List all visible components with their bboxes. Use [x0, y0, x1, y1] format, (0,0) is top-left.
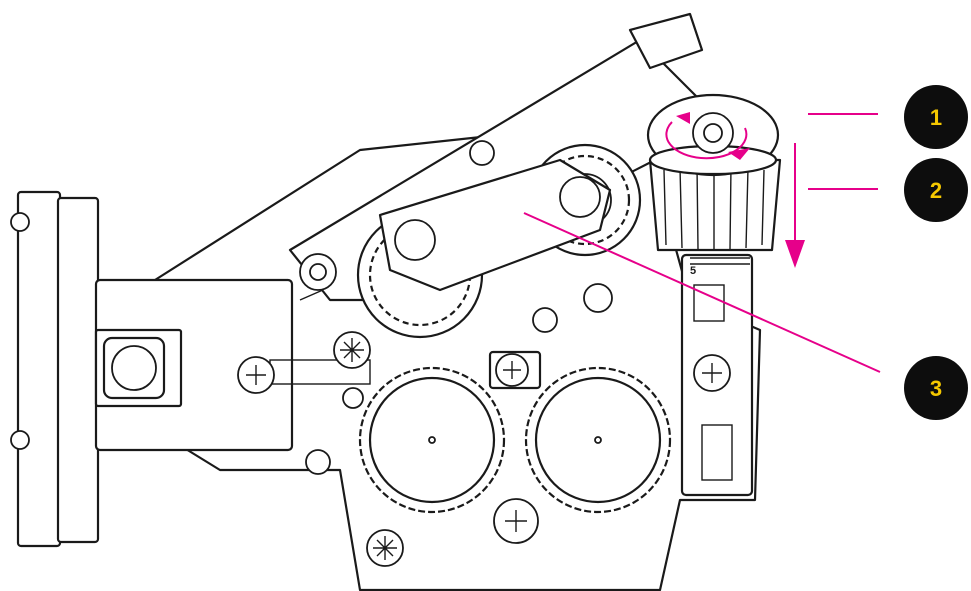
mounting-plate — [10, 190, 100, 548]
screw-star-bottom — [366, 529, 404, 567]
screw-center — [488, 350, 542, 390]
rotate-arrow-icon — [665, 121, 748, 160]
callout-badge-2: 2 — [904, 158, 968, 222]
rotate-arrowhead-top-icon — [676, 112, 690, 124]
down-arrowhead-icon — [785, 240, 805, 268]
callout-badge-1: 1 — [904, 85, 968, 149]
body-holes — [305, 283, 613, 475]
screw-star-top — [333, 331, 371, 369]
callout-3-leader — [523, 212, 881, 373]
screw-right — [693, 354, 731, 392]
callout-3-number: 3 — [930, 376, 942, 401]
roller-link-plate — [378, 158, 612, 292]
annotations — [523, 112, 881, 373]
screw-bottom — [493, 498, 539, 544]
left-feed-roller — [358, 366, 506, 514]
callout-1-number: 1 — [930, 105, 942, 130]
callout-badge-3: 3 — [904, 356, 968, 420]
rotate-arrowhead-icon — [728, 148, 750, 160]
knob-scale-label: 5 — [690, 265, 696, 277]
callout-2-number: 2 — [930, 178, 942, 203]
mount-block — [94, 278, 371, 452]
right-feed-roller — [524, 366, 672, 514]
screw-mount — [237, 356, 275, 394]
